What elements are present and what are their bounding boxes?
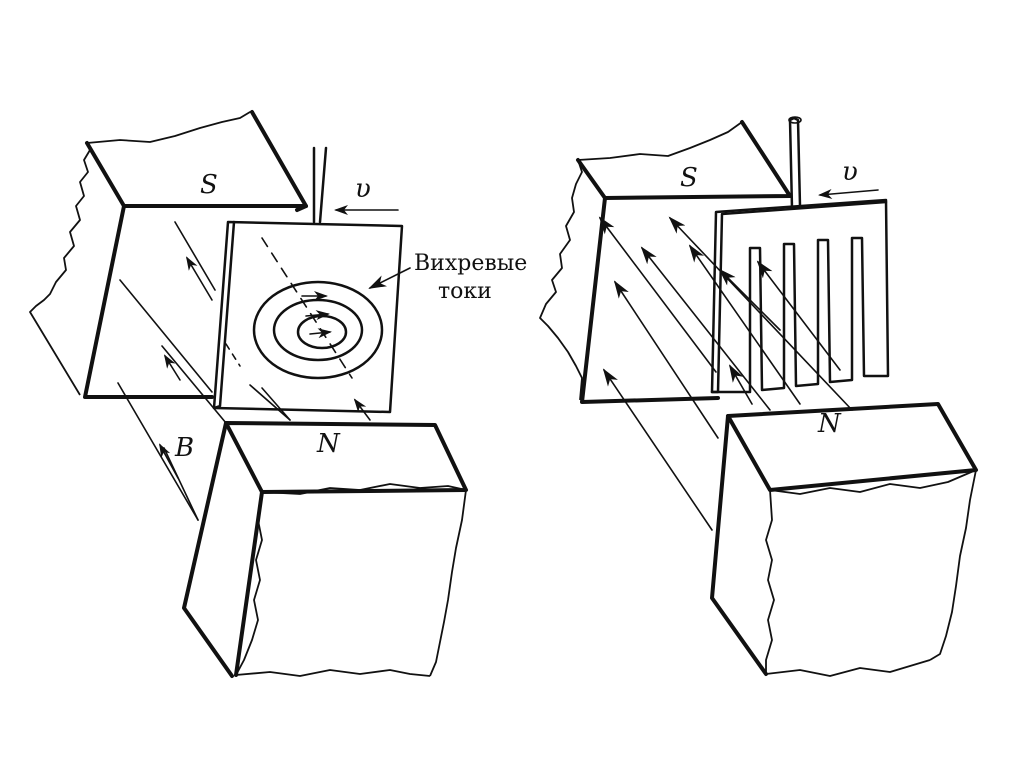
eddy-label-line2: токи xyxy=(438,279,492,304)
eddy-label-line1: Вихревые xyxy=(414,251,527,276)
right-s-label: S xyxy=(680,163,698,193)
left-plate xyxy=(212,220,411,414)
left-s-label: S xyxy=(200,170,218,200)
right-diagram: S N υ xyxy=(539,116,978,677)
left-rod xyxy=(312,146,399,224)
right-v-label: υ xyxy=(842,157,858,187)
right-s-magnet xyxy=(539,120,792,404)
left-diagram: S N B υ Вихревые токи xyxy=(29,110,527,678)
right-field-lines xyxy=(598,216,853,531)
left-v-label: υ xyxy=(355,174,371,204)
left-n-magnet xyxy=(182,421,468,678)
left-field-lines xyxy=(117,221,371,521)
right-rod xyxy=(788,116,879,210)
left-s-magnet xyxy=(29,110,308,399)
right-n-magnet xyxy=(710,402,978,677)
left-n-label: N xyxy=(316,429,341,459)
right-n-label: N xyxy=(817,409,842,439)
right-slotted-plate xyxy=(710,198,890,394)
left-b-label: B xyxy=(174,433,194,463)
